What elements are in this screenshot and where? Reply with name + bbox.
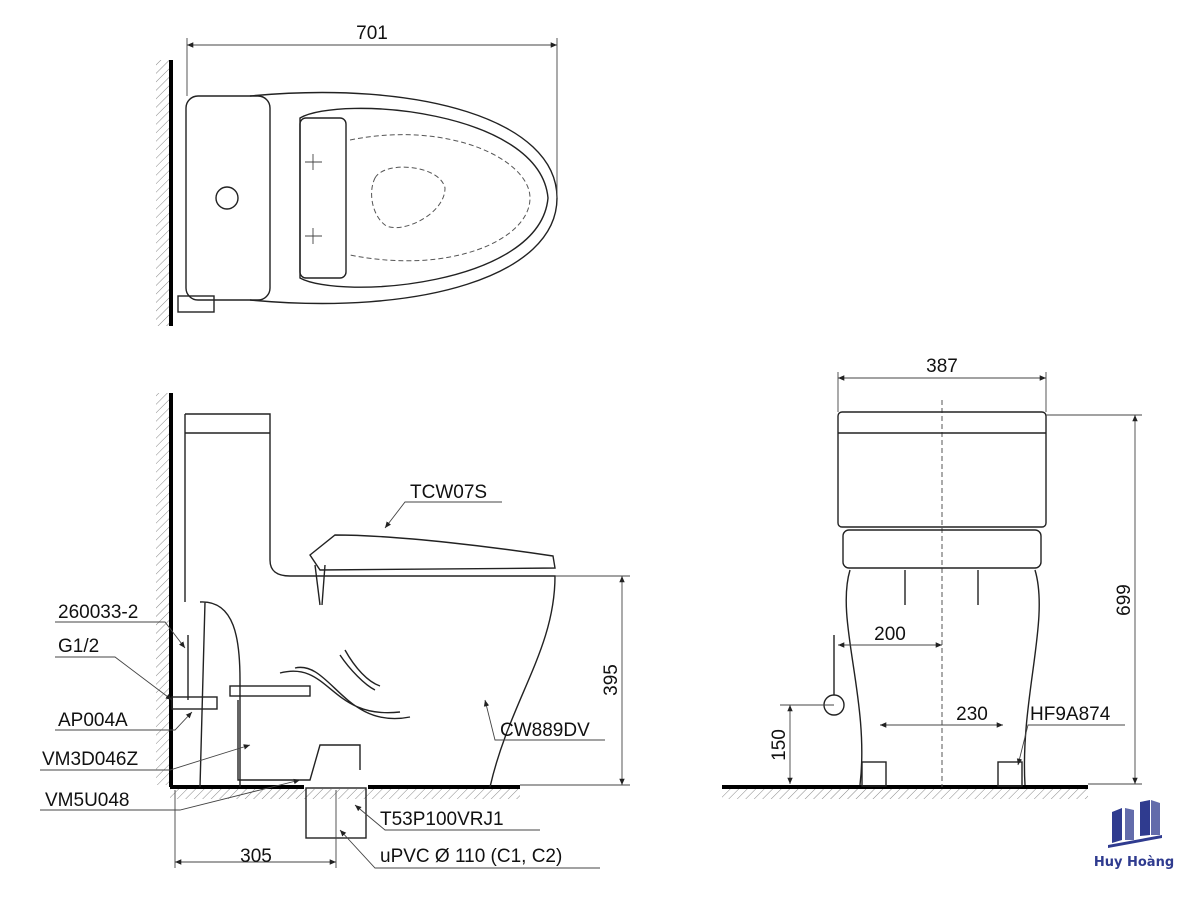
label-supply-part: AP004A bbox=[58, 710, 128, 731]
label-bolt: HF9A874 bbox=[1030, 704, 1111, 725]
label-pipe: uPVC Ø 110 (C1, C2) bbox=[380, 846, 562, 867]
dim-seat-height: 395 bbox=[601, 664, 622, 696]
logo-text: Huy Hoàng bbox=[1094, 855, 1174, 870]
label-gasket: VM5U048 bbox=[45, 790, 130, 811]
side-view: 305 395 TCW07S 260033-2 G1/2 AP004A VM3D… bbox=[40, 393, 630, 869]
dim-supply-height: 150 bbox=[769, 729, 790, 761]
top-view: 701 bbox=[156, 23, 558, 326]
dim-supply-offset: 200 bbox=[874, 624, 906, 645]
dim-top-width: 701 bbox=[356, 23, 388, 44]
dim-front-width: 387 bbox=[926, 356, 958, 377]
front-view: 387 699 200 230 150 HF9A874 bbox=[722, 356, 1142, 799]
logo: Huy Hoàng bbox=[1094, 800, 1174, 870]
dim-mount-spacing: 230 bbox=[956, 704, 988, 725]
label-flush-valve: VM3D046Z bbox=[42, 749, 138, 770]
dim-rough-in: 305 bbox=[240, 846, 272, 867]
label-stop-valve: 260033-2 bbox=[58, 602, 138, 623]
label-flange: T53P100VRJ1 bbox=[380, 809, 504, 830]
dim-total-height: 699 bbox=[1114, 584, 1135, 616]
label-seat: TCW07S bbox=[410, 482, 487, 503]
label-thread: G1/2 bbox=[58, 636, 99, 657]
label-bowl: CW889DV bbox=[500, 720, 590, 741]
